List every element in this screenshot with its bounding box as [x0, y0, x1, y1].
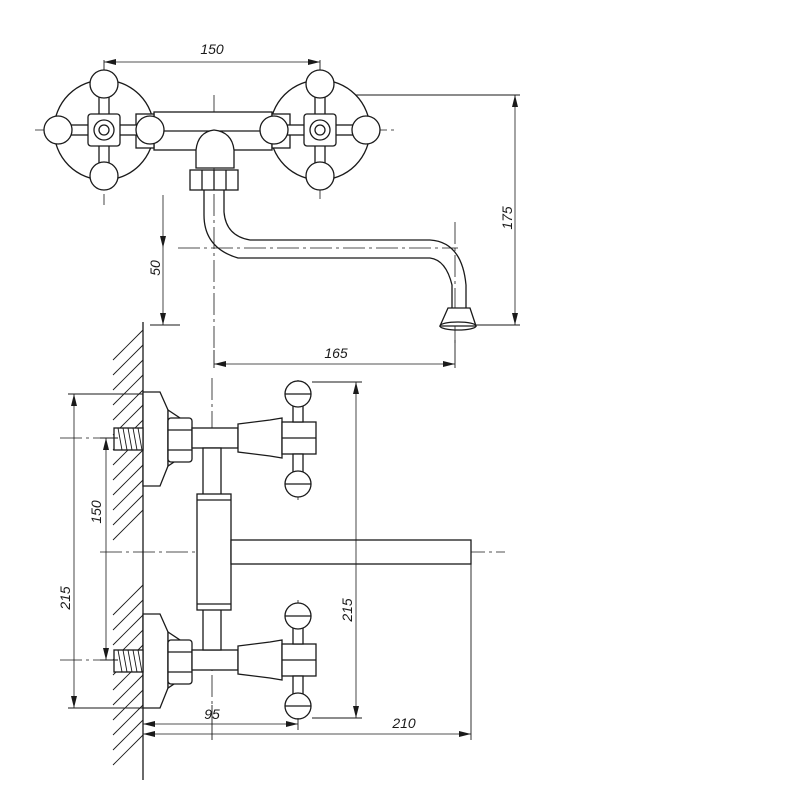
dim-side-spout-reach: 210 [391, 715, 416, 731]
spout-swivel [196, 493, 232, 611]
upper-connection [113, 391, 239, 487]
dim-side-handle-offset: 95 [204, 706, 220, 722]
dim-top-reach: 165 [324, 345, 348, 361]
side-spout [230, 539, 472, 565]
dim-side-outer-left: 215 [57, 586, 73, 611]
spout-collar [195, 129, 235, 169]
dim-top-drop: 50 [147, 260, 163, 276]
dim-side-spacing: 150 [88, 500, 104, 524]
side-view: 215 150 215 95 210 [57, 322, 505, 780]
right-cross-handle [259, 69, 381, 191]
left-cross-handle [43, 69, 165, 191]
lower-connection [113, 613, 239, 709]
lower-side-handle [237, 602, 317, 720]
upper-side-handle [237, 380, 317, 498]
dim-top-width: 150 [200, 41, 224, 57]
top-view: 150 175 50 165 [35, 41, 520, 368]
dim-top-height: 175 [499, 206, 515, 230]
dim-side-outer-right: 215 [339, 598, 355, 623]
wall-hatching [112, 329, 144, 766]
